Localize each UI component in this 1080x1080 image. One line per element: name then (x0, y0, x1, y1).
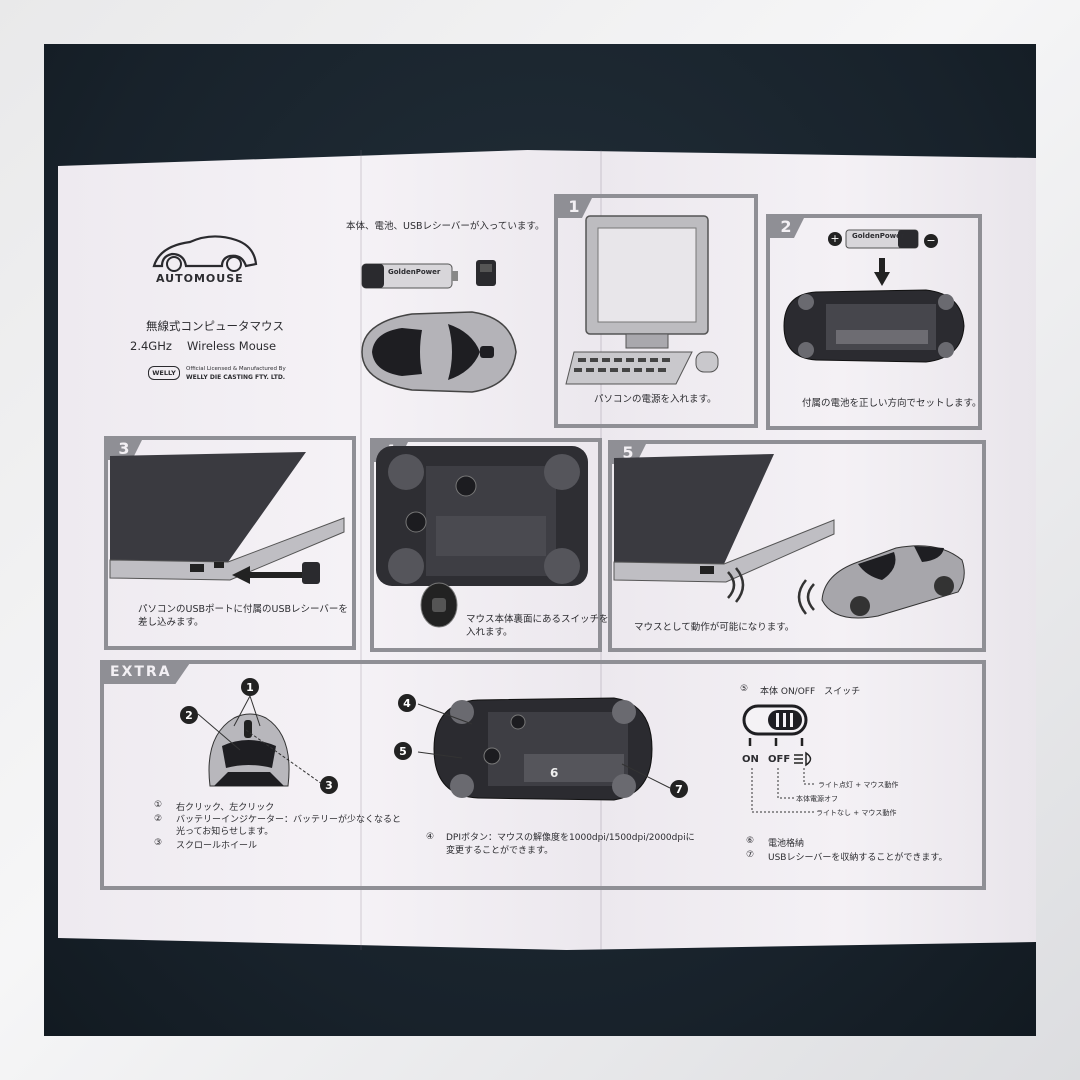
callout-3: 3 (320, 776, 338, 794)
logo-text: AUTOMOUSE (156, 272, 244, 285)
left-list-num-1: ① (154, 800, 163, 810)
product-name-jp: 無線式コンピュータマウス (146, 319, 284, 333)
laptop-with-receiver-image (613, 454, 835, 583)
battery-image (361, 263, 458, 289)
on-off-switch-icon[interactable] (742, 704, 808, 736)
battery-minus-symbol: − (924, 234, 938, 248)
battery-brand-label: GoldenPower (388, 268, 441, 276)
step-2-number: 2 (766, 214, 806, 238)
callout-4: 4 (398, 694, 416, 712)
switch-title: 本体 ON/OFF スイッチ (760, 687, 861, 697)
switch-off-label: OFF (768, 754, 791, 765)
switch-title-num: ⑤ (740, 684, 749, 694)
step-2-battery-image (845, 229, 919, 249)
wireless-signal-icon (727, 567, 745, 603)
dpi-note-text: DPIボタン：マウスの解像度を1000dpi/1500dpi/2000dpiに … (446, 833, 695, 856)
step-2-battery-label: GoldenPower (852, 232, 905, 240)
battery-plus-symbol: + (828, 232, 842, 246)
switch-note-2: 本体電源オフ (796, 795, 838, 803)
switch-zoom-icon (420, 582, 458, 628)
step-4-caption: マウス本体裏面にあるスイッチを 入れます。 (466, 614, 609, 638)
extra-tag: EXTRA (100, 660, 192, 684)
callout-7: 7 (670, 780, 688, 798)
welly-badge: WELLY (148, 366, 180, 380)
switch-tick-marks (748, 738, 804, 746)
wireless-signal-icon (797, 579, 815, 615)
arrow-down-icon (874, 258, 890, 286)
right-list-num-7: ⑦ (746, 850, 755, 860)
switch-note-lines (751, 768, 816, 813)
car-underside-image (783, 289, 965, 363)
license-line-2: WELLY DIE CASTING FTY. LTD. (186, 374, 286, 381)
right-list-text-6: 電池格納 (768, 839, 805, 849)
left-list-text-3: スクロールホイール (176, 841, 258, 851)
welly-badge-text: WELLY (152, 369, 176, 377)
product-name-en: 2.4GHz Wireless Mouse (130, 339, 277, 353)
right-list-num-6: ⑥ (746, 836, 755, 846)
step-5-caption: マウスとして動作が可能になります。 (634, 622, 795, 633)
switch-note-1: ライト点灯 + マウス動作 (818, 781, 899, 789)
callout-2: 2 (180, 706, 198, 724)
dpi-note-num: ④ (426, 832, 435, 842)
left-list-num-2: ② (154, 814, 163, 824)
usb-receiver-insert-image (302, 562, 320, 584)
step-1-caption: パソコンの電源を入れます。 (594, 394, 717, 405)
switch-on-label: ON (742, 754, 759, 765)
car-mouse-top-image (361, 311, 517, 393)
switch-note-3: ライトなし + マウス動作 (816, 809, 897, 817)
fold-crease (360, 150, 362, 950)
step-2-caption: 付属の電池を正しい方向でセットします。 (802, 398, 982, 409)
headlight-icon (794, 751, 812, 767)
mouse-bottom-view-image (433, 697, 653, 801)
left-list-text-1: 右クリック、左クリック (176, 803, 275, 813)
step-1-panel: 1 (554, 194, 758, 428)
contents-caption: 本体、電池、USBレシーバーが入っています。 (346, 221, 545, 232)
step-2-panel: 2 (766, 214, 982, 430)
extra-panel: EXTRA (100, 660, 986, 890)
usb-receiver-image (476, 260, 496, 286)
left-list-text-2: バッテリーインジケーター：バッテリーが少なくなると 光ってお知らせします。 (176, 815, 402, 838)
laptop-image (109, 452, 345, 581)
left-list-num-3: ③ (154, 838, 163, 848)
callout-leader-lines (197, 695, 323, 785)
callout-6: 6 (550, 766, 559, 780)
license-line-1: Official Licensed & Manufactured By (186, 366, 286, 372)
callout-leader-lines (417, 703, 671, 789)
car-mouse-perspective-image (821, 545, 965, 619)
mouse-front-view-image (208, 713, 290, 787)
automouse-car-logo (152, 235, 258, 272)
step-3-caption: パソコンのUSBポートに付属のUSBレシーバーを 差し込みます。 (138, 604, 348, 628)
callout-5: 5 (394, 742, 412, 760)
mouse-underside-closeup-image (376, 446, 588, 586)
computer-monitor-image (565, 215, 719, 385)
arrow-left-icon (232, 566, 302, 584)
right-list-text-7: USBレシーバーを収納することができます。 (768, 853, 948, 863)
callout-1: 1 (241, 678, 259, 696)
